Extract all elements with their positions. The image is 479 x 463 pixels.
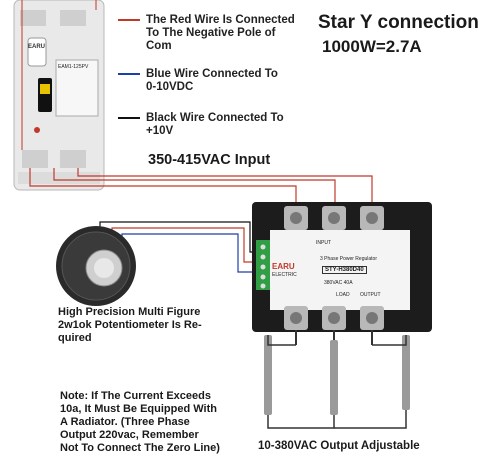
note-line-4: Output 220vac, Remember: [60, 429, 199, 441]
legend-blue-line-2: 0-10VDC: [146, 81, 194, 93]
legend-black-line-1: Black Wire Connected To: [146, 112, 284, 124]
output-label: 10-380VAC Output Adjustable: [258, 440, 420, 452]
potentiometer: [56, 226, 136, 306]
regulator-input-label: INPUT: [316, 240, 331, 246]
note-line-3: A Radiator. (Three Phase: [60, 416, 190, 428]
circuit-breaker: [13, 0, 105, 191]
regulator-sub: ELECTRIC: [272, 272, 297, 278]
potentiometer-label: High Precision Multi Figure 2w1ok Potent…: [58, 306, 202, 345]
title-line-1: Star Y connection: [318, 12, 479, 33]
legend-black: Black Wire Connected To +10V: [146, 112, 284, 138]
regulator-load-label: LOAD: [336, 292, 350, 298]
potentiometer-label-line-2: 2w1ok Potentiometer Is Re-: [58, 319, 202, 331]
note-line-1: Note: If The Current Exceeds: [60, 390, 211, 402]
regulator-output-label: OUTPUT: [360, 292, 381, 298]
potentiometer-label-line-3: quired: [58, 332, 92, 344]
legend-black-line-2: +10V: [146, 125, 174, 137]
potentiometer-label-line-1: High Precision Multi Figure: [58, 306, 201, 318]
note-line-2: 10a, It Must Be Equipped With: [60, 403, 217, 415]
legend-red: The Red Wire Is Connected To The Negativ…: [146, 14, 295, 53]
legend-red-line-1: The Red Wire Is Connected: [146, 14, 295, 26]
breaker-brand: EARU: [28, 44, 46, 50]
note: Note: If The Current Exceeds 10a, It Mus…: [60, 390, 220, 455]
legend-blue-line-1: Blue Wire Connected To: [146, 68, 278, 80]
regulator-brand: EARU: [272, 262, 295, 271]
legend-blue: Blue Wire Connected To 0-10VDC: [146, 68, 278, 94]
note-line-5: Not To Connect The Zero Line): [60, 442, 220, 454]
regulator-heading: 3 Phase Power Regulator: [320, 256, 377, 262]
heater-elements: [264, 330, 410, 429]
breaker-model: EAM1-125PV: [58, 64, 89, 70]
regulator-model: STY-H380D40: [322, 266, 367, 274]
legend-red-line-3: Com: [146, 40, 172, 52]
input-label: 350-415VAC Input: [148, 152, 271, 168]
power-regulator: [252, 202, 432, 332]
legend-red-line-2: To The Negative Pole of: [146, 27, 276, 39]
title-line-2: 1000W=2.7A: [322, 37, 422, 56]
regulator-spec: 380VAC 40A: [324, 280, 353, 286]
